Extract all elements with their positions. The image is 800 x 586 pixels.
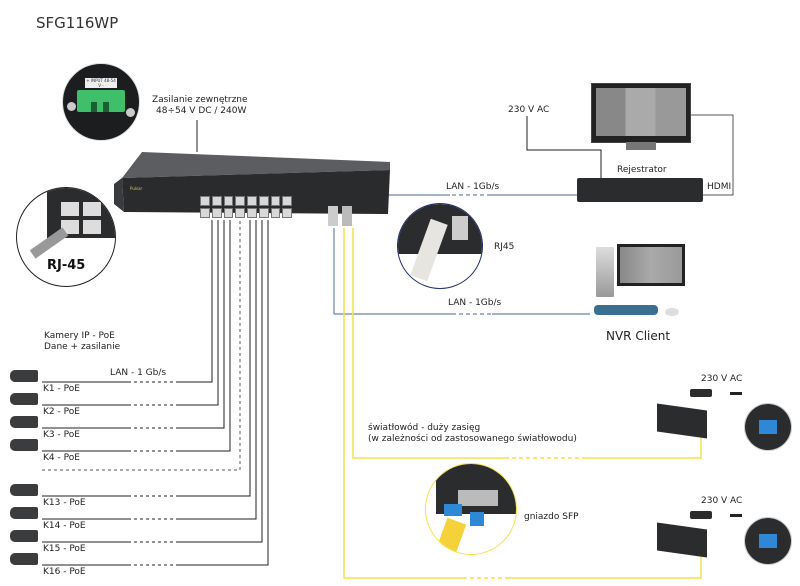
fiber-line-2 xyxy=(343,228,702,579)
diagram-title: SFG116WP xyxy=(36,14,119,32)
lan-label-recorder: LAN - 1Gb/s xyxy=(446,182,500,192)
camera-label: K4 - PoE xyxy=(43,453,80,463)
main-switch: Pulsar xyxy=(112,152,392,232)
camera-line xyxy=(42,220,225,429)
power-label-line1: Zasilanie zewnętrzne xyxy=(152,95,248,105)
camera-label: K14 - PoE xyxy=(43,521,86,531)
rj45-port xyxy=(223,208,234,218)
uplink-ports xyxy=(328,206,338,226)
camera-line xyxy=(42,220,251,497)
rj45-port xyxy=(247,208,257,218)
terminal-text: INPUT 48-54 V xyxy=(90,78,116,88)
camera-lines xyxy=(42,220,269,566)
cameras-header-line2: Dane + zasilanie xyxy=(44,342,121,352)
rj45-port xyxy=(211,196,222,206)
sfp-connector-callout xyxy=(744,517,792,565)
nvr-pc-tower xyxy=(596,247,614,297)
keyboard-icon xyxy=(594,305,658,315)
rj45-port xyxy=(270,196,281,206)
camera-line xyxy=(42,220,263,543)
recorder-power-line xyxy=(526,116,602,178)
fiber-label-line2: (w zależności od zastosowanego światłowo… xyxy=(368,434,577,444)
recorder-device xyxy=(577,178,703,202)
omitted-cameras-line xyxy=(42,220,241,471)
camera-line xyxy=(42,220,257,520)
rj45-port xyxy=(258,208,269,218)
power-plug-icon xyxy=(730,514,742,517)
rj45-port xyxy=(282,196,292,206)
rj45-port xyxy=(235,196,245,206)
green-terminal-block-icon xyxy=(77,90,125,112)
camera-icon xyxy=(10,370,38,382)
fiber-cable-icon xyxy=(433,517,467,554)
rj45-port xyxy=(258,196,269,206)
camera-label: K3 - PoE xyxy=(43,430,80,440)
recorder-name: Rejestrator xyxy=(617,165,667,175)
sfp-module-icon xyxy=(458,490,498,506)
rj45-uplink-label: RJ45 xyxy=(494,242,515,252)
camera-line xyxy=(42,220,269,566)
lan-line-nvr xyxy=(333,228,590,315)
sfp-ports xyxy=(342,206,352,226)
camera-label: K13 - PoE xyxy=(43,498,86,508)
rj45-uplink-callout xyxy=(397,203,483,289)
sfp-callout xyxy=(425,463,517,555)
camera-label: K16 - PoE xyxy=(43,567,86,577)
terminal-plus: + xyxy=(86,78,90,83)
remote-switch-power-label: 230 V AC xyxy=(701,374,743,384)
rj45-port-group xyxy=(200,196,292,218)
camera-icon xyxy=(10,553,38,565)
camera-line xyxy=(42,220,213,383)
monitor xyxy=(591,83,691,150)
fiber-label-line1: światłowód - duży zasięg xyxy=(368,423,481,433)
rj45-port xyxy=(282,208,292,218)
camera-line xyxy=(42,220,231,452)
rj45-port xyxy=(200,208,210,218)
camera-label: K1 - PoE xyxy=(43,384,80,394)
svg-text:Pulsar: Pulsar xyxy=(130,186,143,191)
hdmi-label: HDMI xyxy=(707,182,732,192)
camera-icon xyxy=(10,530,38,542)
camera-label: K2 - PoE xyxy=(43,407,80,417)
camera-icon xyxy=(10,439,38,451)
hdmi-line xyxy=(687,114,734,196)
power-label-line2: 48÷54 V DC / 240W xyxy=(156,106,247,116)
recorder-power-label: 230 V AC xyxy=(508,105,550,115)
terminal-minus: - xyxy=(102,83,104,88)
rj45-port xyxy=(270,208,281,218)
camera-icon xyxy=(10,393,38,405)
power-adapter-icon xyxy=(690,389,712,397)
rj45-port xyxy=(235,208,245,218)
remote-switch-power-label: 230 V AC xyxy=(701,496,743,506)
rj45-port xyxy=(223,196,234,206)
rj45-port xyxy=(211,208,222,218)
rj45-callout: RJ-45 xyxy=(16,187,116,287)
nvr-monitor xyxy=(617,244,685,286)
cameras-lan-label: LAN - 1 Gb/s xyxy=(110,368,167,378)
power-adapter-icon xyxy=(690,511,712,519)
power-plug-icon xyxy=(730,392,742,395)
camera-icon xyxy=(10,484,38,496)
rj45-port xyxy=(200,196,210,206)
camera-label: K15 - PoE xyxy=(43,544,86,554)
nvr-client-name: NVR Client xyxy=(606,329,671,343)
sfp-label: gniazdo SFP xyxy=(524,512,579,522)
cameras-header-line1: Kamery IP - PoE xyxy=(44,331,115,341)
lan-label-nvr: LAN - 1Gb/s xyxy=(448,298,502,308)
camera-icon xyxy=(10,416,38,428)
rj45-port xyxy=(247,196,257,206)
camera-icon xyxy=(10,507,38,519)
rj45-callout-label: RJ-45 xyxy=(47,258,86,273)
camera-line xyxy=(42,220,219,406)
power-terminal-callout: + INPUT 48-54 V - xyxy=(62,63,140,141)
sfp-connector-callout xyxy=(744,403,792,451)
mouse-icon xyxy=(665,308,679,316)
